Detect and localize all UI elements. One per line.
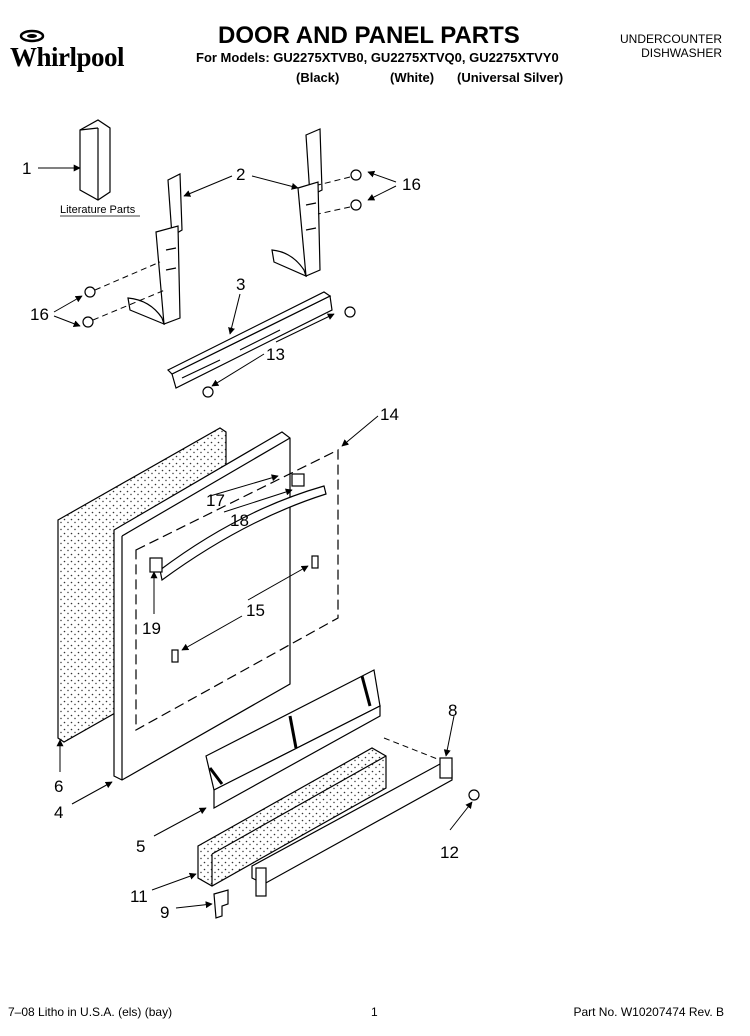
inner-door-outline [135,449,339,732]
callout-12: 12 [440,843,459,862]
callout-9: 9 [160,903,169,922]
callout-11: 11 [130,887,148,906]
finish-white: (White) [390,70,435,85]
product-type-line-2: DISHWASHER [641,46,722,60]
product-type-line-1: UNDERCOUNTER [620,32,722,46]
strike-bracket [166,291,333,389]
print-info: 7–08 Litho in U.S.A. (els) (bay) [8,1005,173,1019]
whirlpool-logo: Whirlpool [10,29,126,72]
callout-19: 19 [142,619,161,638]
callout-6: 6 [54,777,63,796]
literature-booklet [79,119,111,201]
kickplate-insulation [197,747,387,887]
part-number: Part No. W10207474 Rev. B [573,1005,724,1019]
callout-2: 2 [236,165,245,184]
left-mounting-bracket [127,173,183,326]
mounting-clip [213,889,229,919]
literature-parts-label: Literature Parts [60,204,136,216]
kick-plate [251,757,453,897]
callout-14: 14 [380,405,399,424]
page-number: 1 [371,1005,378,1019]
callout-13: 13 [266,345,285,364]
callout-18: 18 [230,511,249,530]
toe-panel [205,669,381,810]
callout-16-left: 16 [30,305,49,324]
callout-16-right: 16 [402,175,421,194]
callout-3: 3 [236,275,245,294]
leader-lines [38,164,473,909]
callout-17: 17 [206,491,225,510]
brand-name: Whirlpool [10,42,125,72]
door-handle [159,485,327,582]
models-line: For Models: GU2275XTVB0, GU2275XTVQ0, GU… [196,50,559,65]
callout-8: 8 [448,701,457,720]
callout-15: 15 [246,601,265,620]
finish-universal-silver: (Universal Silver) [457,70,564,85]
callout-4: 4 [54,803,63,822]
callout-1: 1 [22,159,31,178]
right-mounting-bracket [271,128,323,278]
page-title: DOOR AND PANEL PARTS [218,22,520,49]
callout-5: 5 [136,837,145,856]
screws [82,169,480,801]
finish-black: (Black) [296,70,340,85]
callout-numbers: 1 2 16 16 3 13 14 17 18 19 15 6 4 8 5 12… [22,159,459,922]
